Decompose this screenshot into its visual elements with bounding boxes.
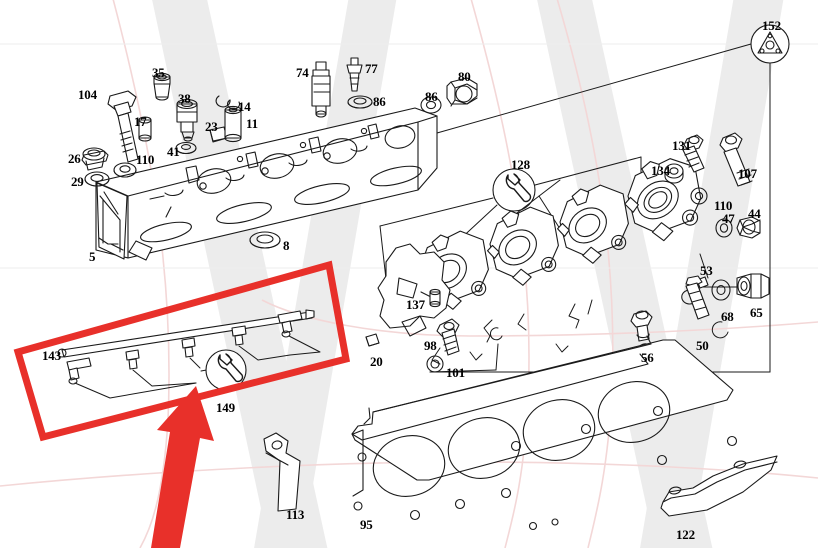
callout-20: 20 <box>370 354 383 369</box>
callout-104: 104 <box>78 87 97 102</box>
callout-53: 53 <box>700 263 713 278</box>
part-65-union <box>736 273 770 299</box>
callout-149: 149 <box>216 400 235 415</box>
callout-110-b: 110 <box>714 198 733 213</box>
part-134-spacer <box>664 163 684 184</box>
callout-14: 14 <box>238 99 251 114</box>
part-107-bolt <box>719 132 753 187</box>
callout-86-a: 86 <box>373 94 386 109</box>
part-29-seal <box>84 171 110 187</box>
part-35-cap <box>153 72 171 101</box>
part-68-washer <box>711 279 731 301</box>
manifold-lower-hooks <box>429 299 593 373</box>
callout-134: 134 <box>651 163 670 178</box>
callout-68: 68 <box>721 309 734 324</box>
callout-35: 35 <box>152 65 165 80</box>
symbol-149-wrench <box>205 349 247 391</box>
part-20-dowel <box>365 333 380 347</box>
part-110-washer <box>113 162 137 178</box>
callout-47: 47 <box>722 211 735 226</box>
part-26-plug <box>81 147 109 171</box>
cylinder-head-body <box>95 107 438 261</box>
part-8-ring <box>249 231 281 249</box>
part-50-stud <box>685 275 710 320</box>
part-101-washer <box>426 355 444 373</box>
callout-56: 56 <box>641 350 654 365</box>
symbol-128-wrench <box>492 168 536 212</box>
part-122-heat-shield <box>660 455 778 517</box>
part-131-stud <box>682 134 705 173</box>
part-17-bushing <box>138 116 152 142</box>
callout-86-b: 86 <box>425 89 438 104</box>
callout-23: 23 <box>205 119 218 134</box>
fuel-rail-assembly <box>57 309 321 399</box>
leader-152 <box>436 43 752 134</box>
callout-152: 152 <box>762 18 781 33</box>
part-113-bracket <box>263 432 301 512</box>
part-110b-washer <box>690 187 708 205</box>
symbol-152-triangle <box>750 24 790 64</box>
callout-77: 77 <box>365 61 378 76</box>
part-86-washer-b <box>420 96 442 114</box>
callout-122: 122 <box>676 527 695 542</box>
callout-143: 143 <box>42 348 61 363</box>
part-11-sleeve <box>224 105 242 143</box>
callout-44: 44 <box>748 206 761 221</box>
callout-41: 41 <box>167 144 180 159</box>
callout-80: 80 <box>458 69 471 84</box>
callout-38: 38 <box>178 91 191 106</box>
part-86-washer-a <box>347 95 373 109</box>
callout-8: 8 <box>283 238 290 253</box>
callout-110: 110 <box>136 152 155 167</box>
callout-74: 74 <box>296 65 309 80</box>
part-41-washer <box>175 141 197 155</box>
part-14-clip <box>215 95 241 110</box>
callout-128: 128 <box>511 157 530 172</box>
part-77-sensor <box>346 57 363 92</box>
red-arrow <box>151 386 214 548</box>
part-80-fitting <box>446 77 478 107</box>
callout-65: 65 <box>750 305 763 320</box>
highlight-box <box>13 260 351 442</box>
callout-113: 113 <box>286 507 305 522</box>
callout-107: 107 <box>738 166 757 181</box>
manifold-base-casting <box>377 243 451 337</box>
callout-95: 95 <box>360 517 373 532</box>
callout-26: 26 <box>68 151 81 166</box>
callout-98: 98 <box>424 338 437 353</box>
part-104-bolt <box>107 90 139 163</box>
callout-29: 29 <box>71 174 84 189</box>
part-38-valve-seal <box>176 98 198 142</box>
part-95-gasket <box>351 335 738 531</box>
callout-137: 137 <box>406 297 425 312</box>
callout-131: 131 <box>672 138 691 153</box>
part-44-nut <box>736 216 761 239</box>
callout-17: 17 <box>134 114 147 129</box>
callout-11: 11 <box>246 116 258 131</box>
rail-bolts <box>66 310 303 385</box>
callout-5: 5 <box>89 249 96 264</box>
callout-50: 50 <box>696 338 709 353</box>
part-56-bolt <box>630 310 653 342</box>
part-137-bushing <box>429 288 441 308</box>
part-98-bolt <box>436 318 460 356</box>
part-47-washer <box>715 218 733 238</box>
part-74-switch <box>311 61 331 118</box>
callout-101: 101 <box>446 365 465 380</box>
